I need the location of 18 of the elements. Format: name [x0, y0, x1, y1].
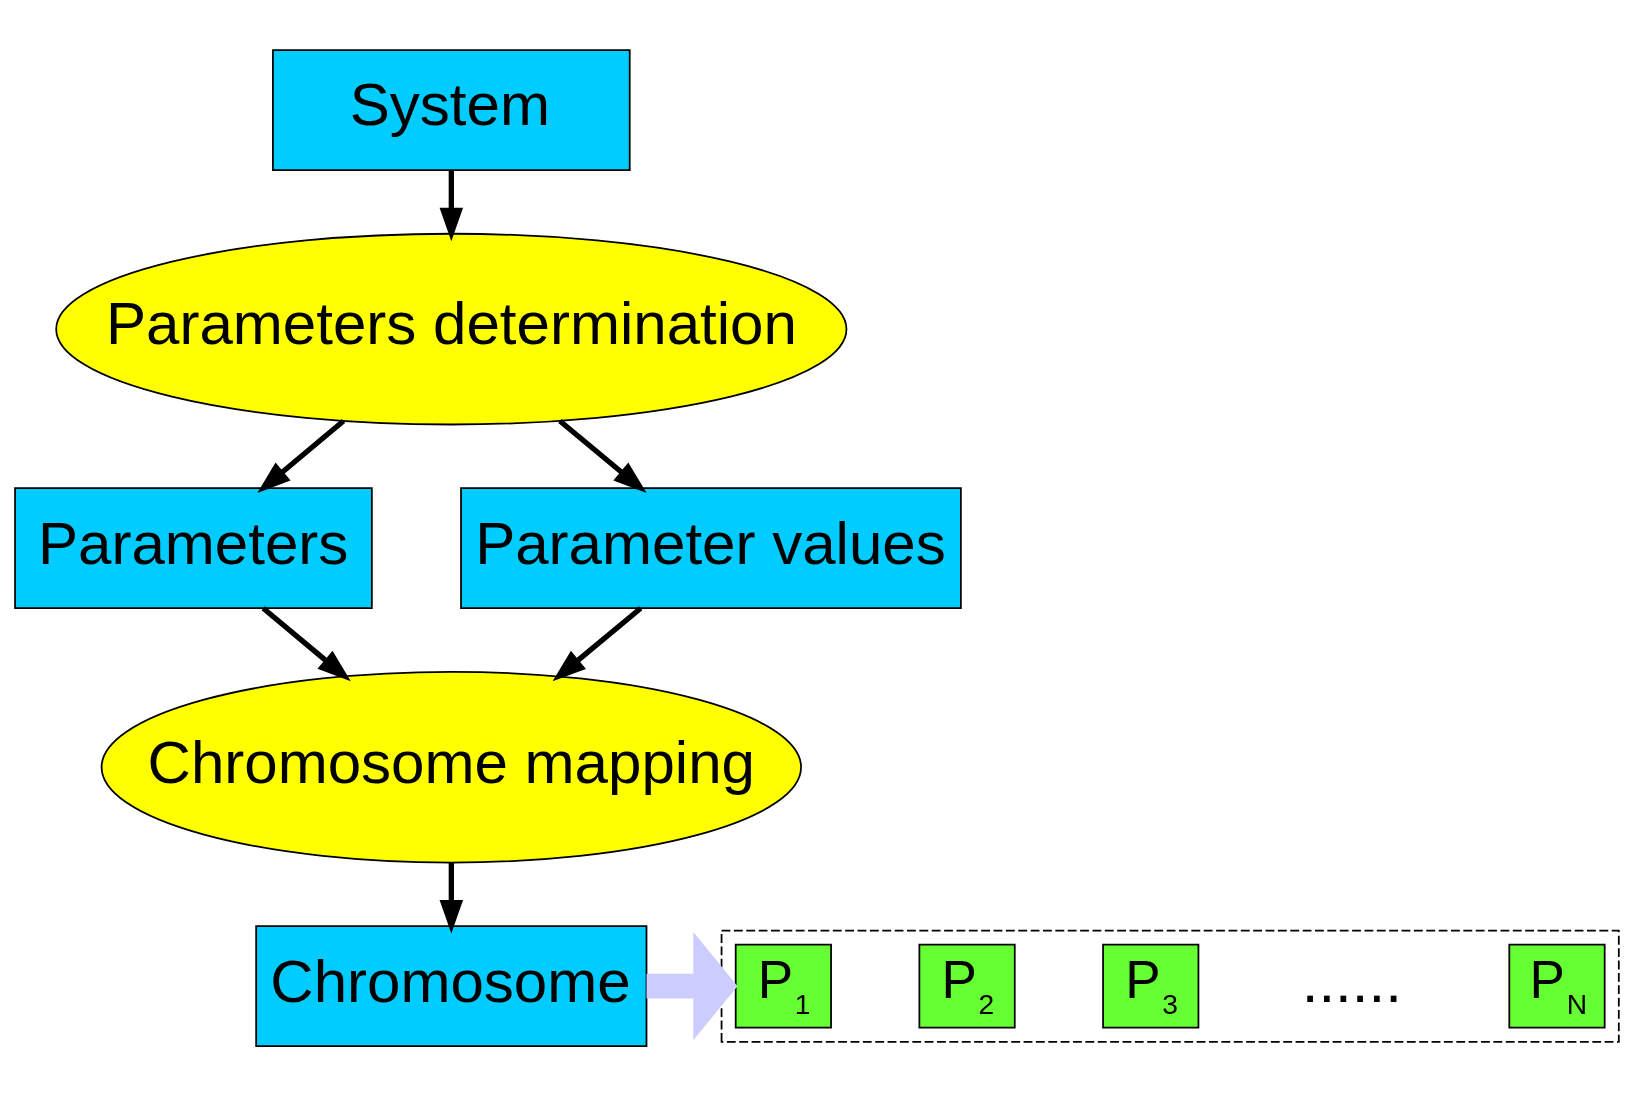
- label: ......: [1301, 947, 1402, 1015]
- cluster: [720, 929, 1620, 1043]
- arrow: [558, 418, 647, 493]
- node-box: Parameter values: [460, 486, 962, 609]
- node-box: Parameters: [14, 486, 373, 609]
- node-box: P$_{2}$: [918, 943, 1016, 1029]
- arrow: [439, 862, 464, 934]
- arrow: [257, 418, 346, 493]
- node-box: P$_{N}$: [1508, 943, 1606, 1029]
- node-box: Chromosome: [255, 924, 648, 1047]
- node-ellipse: Parameters determination: [55, 232, 848, 425]
- arrow: [552, 605, 643, 681]
- node-box: P$_{3}$: [1102, 943, 1200, 1029]
- arrow: [439, 169, 464, 241]
- node-ellipse: Chromosome mapping: [100, 670, 802, 863]
- node-box: System: [272, 48, 631, 171]
- node-box: P$_{1}$: [734, 943, 832, 1029]
- arrow: [261, 605, 351, 681]
